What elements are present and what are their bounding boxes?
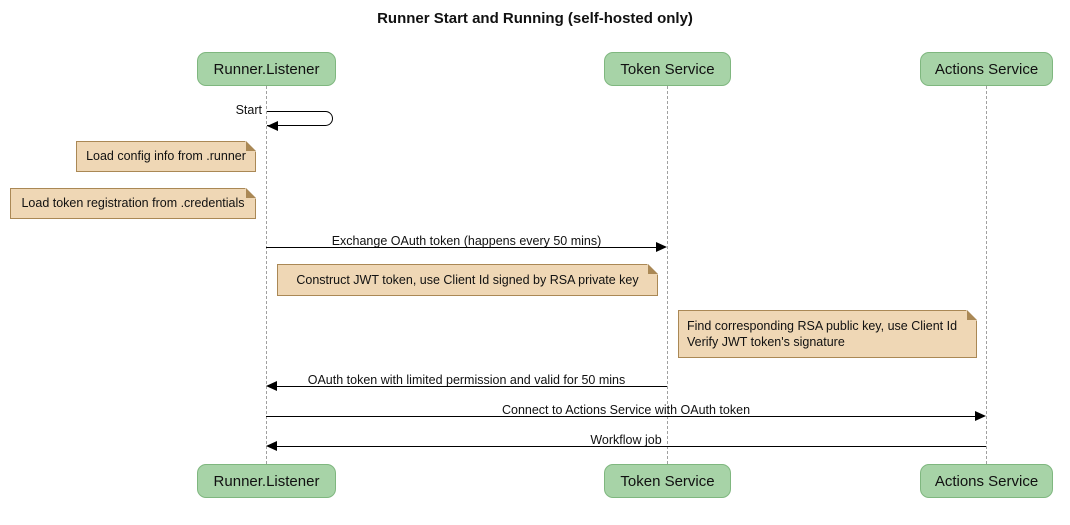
lifeline-actions-service — [986, 86, 987, 464]
note-text: Find corresponding RSA public key, use C… — [687, 318, 958, 349]
arrowhead-icon — [656, 242, 667, 252]
participant-token-service-top: Token Service — [604, 52, 731, 86]
note-text: Load config info from .runner — [86, 149, 246, 164]
message-line-exchange-oauth — [266, 247, 658, 248]
participant-runner-listener-bottom: Runner.Listener — [197, 464, 336, 498]
lifeline-token-service — [667, 86, 668, 464]
participant-label: Actions Service — [934, 472, 1039, 490]
message-line-connect-actions — [266, 416, 977, 417]
participant-label: Token Service — [620, 472, 715, 490]
participant-actions-service-bottom: Actions Service — [920, 464, 1053, 498]
participant-label: Token Service — [620, 60, 715, 78]
message-line-oauth-token — [276, 386, 667, 387]
participant-label: Runner.Listener — [213, 472, 320, 490]
note-text: Construct JWT token, use Client Id signe… — [296, 272, 639, 287]
note-load-config: Load config info from .runner — [76, 141, 256, 172]
message-label-exchange-oauth: Exchange OAuth token (happens every 50 m… — [331, 234, 602, 248]
arrowhead-icon — [266, 441, 277, 451]
arrowhead-icon — [266, 381, 277, 391]
participant-runner-listener-top: Runner.Listener — [197, 52, 336, 86]
lifeline-runner-listener — [266, 86, 267, 464]
message-label-connect-actions: Connect to Actions Service with OAuth to… — [501, 403, 751, 417]
message-line-workflow-job — [276, 446, 986, 447]
message-label-workflow-job: Workflow job — [590, 433, 662, 447]
participant-token-service-bottom: Token Service — [604, 464, 731, 498]
note-construct-jwt: Construct JWT token, use Client Id signe… — [277, 264, 658, 296]
message-label-start: Start — [235, 103, 262, 117]
arrowhead-icon — [267, 121, 278, 131]
participant-actions-service-top: Actions Service — [920, 52, 1053, 86]
note-load-token-registration: Load token registration from .credential… — [10, 188, 256, 219]
diagram-title: Runner Start and Running (self-hosted on… — [377, 10, 693, 27]
message-line-start — [267, 111, 333, 126]
note-text: Load token registration from .credential… — [21, 196, 245, 211]
participant-label: Runner.Listener — [213, 60, 320, 78]
note-find-rsa-key: Find corresponding RSA public key, use C… — [678, 310, 977, 358]
message-label-oauth-token: OAuth token with limited permission and … — [307, 373, 626, 387]
participant-label: Actions Service — [934, 60, 1039, 78]
arrowhead-icon — [975, 411, 986, 421]
